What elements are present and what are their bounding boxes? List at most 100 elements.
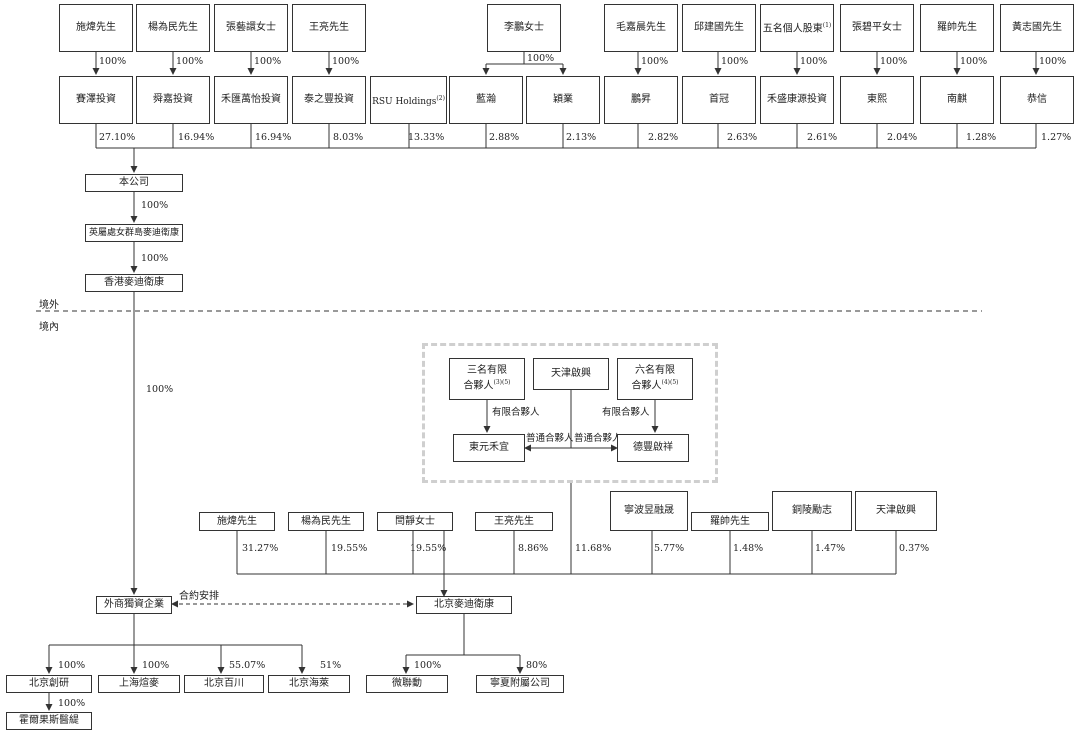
pct-label: 100% xyxy=(1039,56,1067,67)
share-label: 2.61% xyxy=(807,132,838,143)
pct-label: 51% xyxy=(320,660,342,671)
share-label: 16.94% xyxy=(178,132,215,143)
pct-label: 55.07% xyxy=(229,660,266,671)
owner-box-li-peng: 李鵬女士 xyxy=(487,4,561,52)
gp-label: 普通合夥人 xyxy=(526,433,574,444)
entity-box-rsu-holdings: RSU Holdings(2) xyxy=(370,76,447,124)
share-label: 1.28% xyxy=(966,132,997,143)
contract-arrangement-label: 合約安排 xyxy=(179,591,219,602)
gp-tianjin-qixing-box: 天津啟興 xyxy=(533,358,609,390)
bvi-subsidiary-box: 英屬處女群島麥迪衛康 xyxy=(85,224,183,242)
share-label: 8.03% xyxy=(333,132,364,143)
pct-label: 100% xyxy=(99,56,127,67)
share-label: 0.37% xyxy=(899,543,930,554)
sub-beijing-baichuan-box: 北京百川 xyxy=(184,675,264,693)
pct-label: 100% xyxy=(58,660,86,671)
entity-box-hehui: 禾匯萬怡投資 xyxy=(214,76,288,124)
owner-box-qiu-jianguo: 邱建國先生 xyxy=(682,4,756,52)
lp-group-a-box: 三名有限合夥人(3)(5) xyxy=(449,358,525,400)
entity-box-shouguan: 首冠 xyxy=(682,76,756,124)
pct-label: 100% xyxy=(142,660,170,671)
partnership-group xyxy=(422,343,718,483)
lp-label: 有限合夥人 xyxy=(492,407,540,418)
share-label: 13.33% xyxy=(408,132,445,143)
owner-box-yang-weimin: 楊為民先生 xyxy=(136,4,210,52)
opco-box: 北京麥迪衛康 xyxy=(416,596,512,614)
pct-label: 100% xyxy=(800,56,828,67)
owner-box-zhang-yixuan: 張藝譞女士 xyxy=(214,4,288,52)
share-label: 1.47% xyxy=(815,543,846,554)
share-label: 19.55% xyxy=(410,543,447,554)
pct-label: 100% xyxy=(880,56,908,67)
fund-dongyuan-heyi-box: 東元禾宜 xyxy=(453,434,525,462)
holder-shi-wei-box: 施煒先生 xyxy=(199,512,275,531)
holder-wang-liang-box: 王亮先生 xyxy=(475,512,553,531)
owner-box-luo-shuai: 羅帥先生 xyxy=(920,4,994,52)
wfoe-box: 外商獨資企業 xyxy=(96,596,172,614)
lp-label: 有限合夥人 xyxy=(602,407,650,418)
pct-label: 100% xyxy=(960,56,988,67)
fund-defeng-qixiang-box: 德豐啟祥 xyxy=(617,434,689,462)
sub-weiliandong-box: 微聯動 xyxy=(366,675,448,693)
pct-label: 80% xyxy=(526,660,548,671)
pct-label: 100% xyxy=(58,698,86,709)
offshore-label: 境外 xyxy=(39,300,59,311)
holder-ningbo-box: 寧波昱融晟 xyxy=(610,491,688,531)
entity-box-nanqi: 南麒 xyxy=(920,76,994,124)
pct-label: 100% xyxy=(332,56,360,67)
holder-yan-jing-box: 閆靜女士 xyxy=(377,512,453,531)
pct-label: 100% xyxy=(141,200,169,211)
pct-label: 100% xyxy=(721,56,749,67)
entity-box-pengsheng: 鵬昇 xyxy=(604,76,678,124)
owner-box-shi-wei: 施煒先生 xyxy=(59,4,133,52)
lp-group-b-box: 六名有限合夥人(4)(5) xyxy=(617,358,693,400)
share-label: 16.94% xyxy=(255,132,292,143)
entity-box-taizhifeng: 泰之豐投資 xyxy=(292,76,366,124)
holder-tianjin-qixing-box: 天津啟興 xyxy=(855,491,937,531)
share-label: 2.63% xyxy=(727,132,758,143)
share-label: 31.27% xyxy=(242,543,279,554)
owner-box-wang-liang: 王亮先生 xyxy=(292,4,366,52)
share-label: 1.27% xyxy=(1041,132,1072,143)
share-label: 27.10% xyxy=(99,132,136,143)
entity-box-saize: 賽澤投資 xyxy=(59,76,133,124)
entity-box-dongxi: 東熙 xyxy=(840,76,914,124)
owner-box-huang-zhiguo: 黃志國先生 xyxy=(1000,4,1074,52)
share-label: 19.55% xyxy=(331,543,368,554)
sub-horgos-box: 霍爾果斯醫緹 xyxy=(6,712,92,730)
pct-label: 100% xyxy=(141,253,169,264)
entity-box-yingye: 穎業 xyxy=(526,76,600,124)
onshore-label: 境內 xyxy=(39,322,59,333)
pct-label: 100% xyxy=(254,56,282,67)
holder-tongling-box: 銅陵勵志 xyxy=(772,491,852,531)
sub-beijing-chuangyan-box: 北京創研 xyxy=(6,675,92,693)
share-label: 2.88% xyxy=(489,132,520,143)
entity-box-heshengkangyuan: 禾盛康源投資 xyxy=(760,76,834,124)
holder-luo-shuai-box: 羅帥先生 xyxy=(691,512,769,531)
owner-box-zhang-biping: 張碧平女士 xyxy=(840,4,914,52)
share-label: 2.04% xyxy=(887,132,918,143)
gp-label: 普通合夥人 xyxy=(574,433,622,444)
pct-label: 100% xyxy=(414,660,442,671)
pct-label: 100% xyxy=(146,384,174,395)
share-label: 1.48% xyxy=(733,543,764,554)
hk-subsidiary-box: 香港麥迪衛康 xyxy=(85,274,183,292)
share-label: 2.13% xyxy=(566,132,597,143)
share-label: 5.77% xyxy=(654,543,685,554)
sub-shanghai-xuanmai-box: 上海煊麥 xyxy=(98,675,180,693)
share-label: 2.82% xyxy=(648,132,679,143)
pct-label: 100% xyxy=(176,56,204,67)
owner-box-mao-jiachen: 毛嘉晨先生 xyxy=(604,4,678,52)
share-label: 8.86% xyxy=(518,543,549,554)
entity-box-lanhan: 藍瀚 xyxy=(449,76,523,124)
owner-box-five-individuals: 五名個人股東(1) xyxy=(760,4,834,52)
share-label: 11.68% xyxy=(575,543,612,554)
sub-beijing-hailai-box: 北京海萊 xyxy=(268,675,350,693)
holder-yang-weimin-box: 楊為民先生 xyxy=(288,512,364,531)
sub-ningxia-box: 寧夏附屬公司 xyxy=(476,675,564,693)
pct-label: 100% xyxy=(641,56,669,67)
company-box: 本公司 xyxy=(85,174,183,192)
entity-box-gongxin: 恭信 xyxy=(1000,76,1074,124)
pct-label: 100% xyxy=(527,53,555,64)
